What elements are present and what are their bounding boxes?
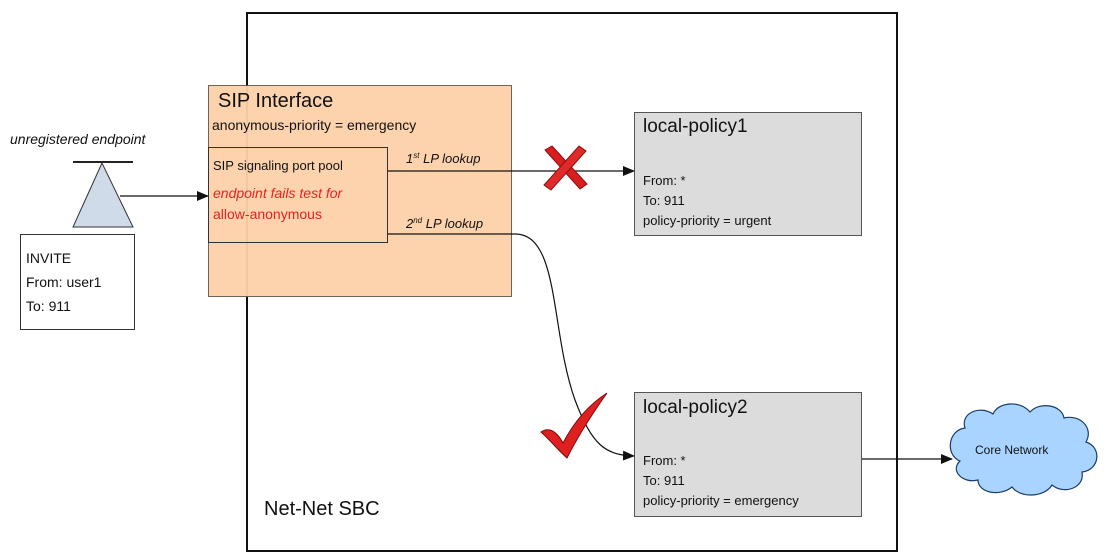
fail-message-line2: allow-anonymous xyxy=(213,206,322,222)
endpoint-device-icon xyxy=(72,161,134,228)
policy-line: From: * xyxy=(643,453,686,468)
local-policy2-box xyxy=(634,392,862,517)
invite-box xyxy=(20,234,135,330)
policy-line: From: * xyxy=(643,173,686,188)
core-network-label: Core Network xyxy=(975,443,1049,457)
sip-interface-setting: anonymous-priority = emergency xyxy=(212,117,417,133)
local-policy1-title: local-policy1 xyxy=(643,116,748,137)
local-policy2-title: local-policy2 xyxy=(643,397,748,418)
second-lookup-label: 2nd LP lookup xyxy=(406,216,483,232)
endpoint-label: unregistered endpoint xyxy=(10,131,146,147)
sip-interface-box xyxy=(208,85,512,297)
sbc-label: Net-Net SBC xyxy=(264,498,380,520)
lookup-ordinal-suffix: st xyxy=(413,151,420,160)
lookup-text: LP lookup xyxy=(423,151,481,166)
port-pool-title: SIP signaling port pool xyxy=(213,158,343,173)
policy-line: To: 911 xyxy=(643,473,685,488)
first-lookup-label: 1st LP lookup xyxy=(406,151,480,167)
policy-line: policy-priority = urgent xyxy=(643,213,772,228)
lookup-ordinal: 2 xyxy=(406,216,414,231)
policy-line: policy-priority = emergency xyxy=(643,493,799,508)
accepted-check-icon xyxy=(540,392,608,459)
invite-line: To: 911 xyxy=(26,298,71,314)
lookup-ordinal-suffix: nd xyxy=(413,216,423,225)
lookup-text: LP lookup xyxy=(425,216,484,231)
invite-line: From: user1 xyxy=(26,274,102,290)
policy-line: To: 911 xyxy=(643,193,685,208)
core-network-cloud-icon xyxy=(949,403,1098,496)
rejected-x-icon xyxy=(543,145,588,191)
diagram-graphics xyxy=(72,145,1098,496)
fail-message-line1: endpoint fails test for xyxy=(213,185,343,201)
second-lookup-arrow xyxy=(388,233,635,461)
invite-line: INVITE xyxy=(26,250,72,266)
sip-interface-title: SIP Interface xyxy=(218,90,334,112)
lookup-ordinal: 1 xyxy=(406,151,414,166)
diagram-canvas: unregistered endpoint INVITE From: user1… xyxy=(10,12,1098,552)
